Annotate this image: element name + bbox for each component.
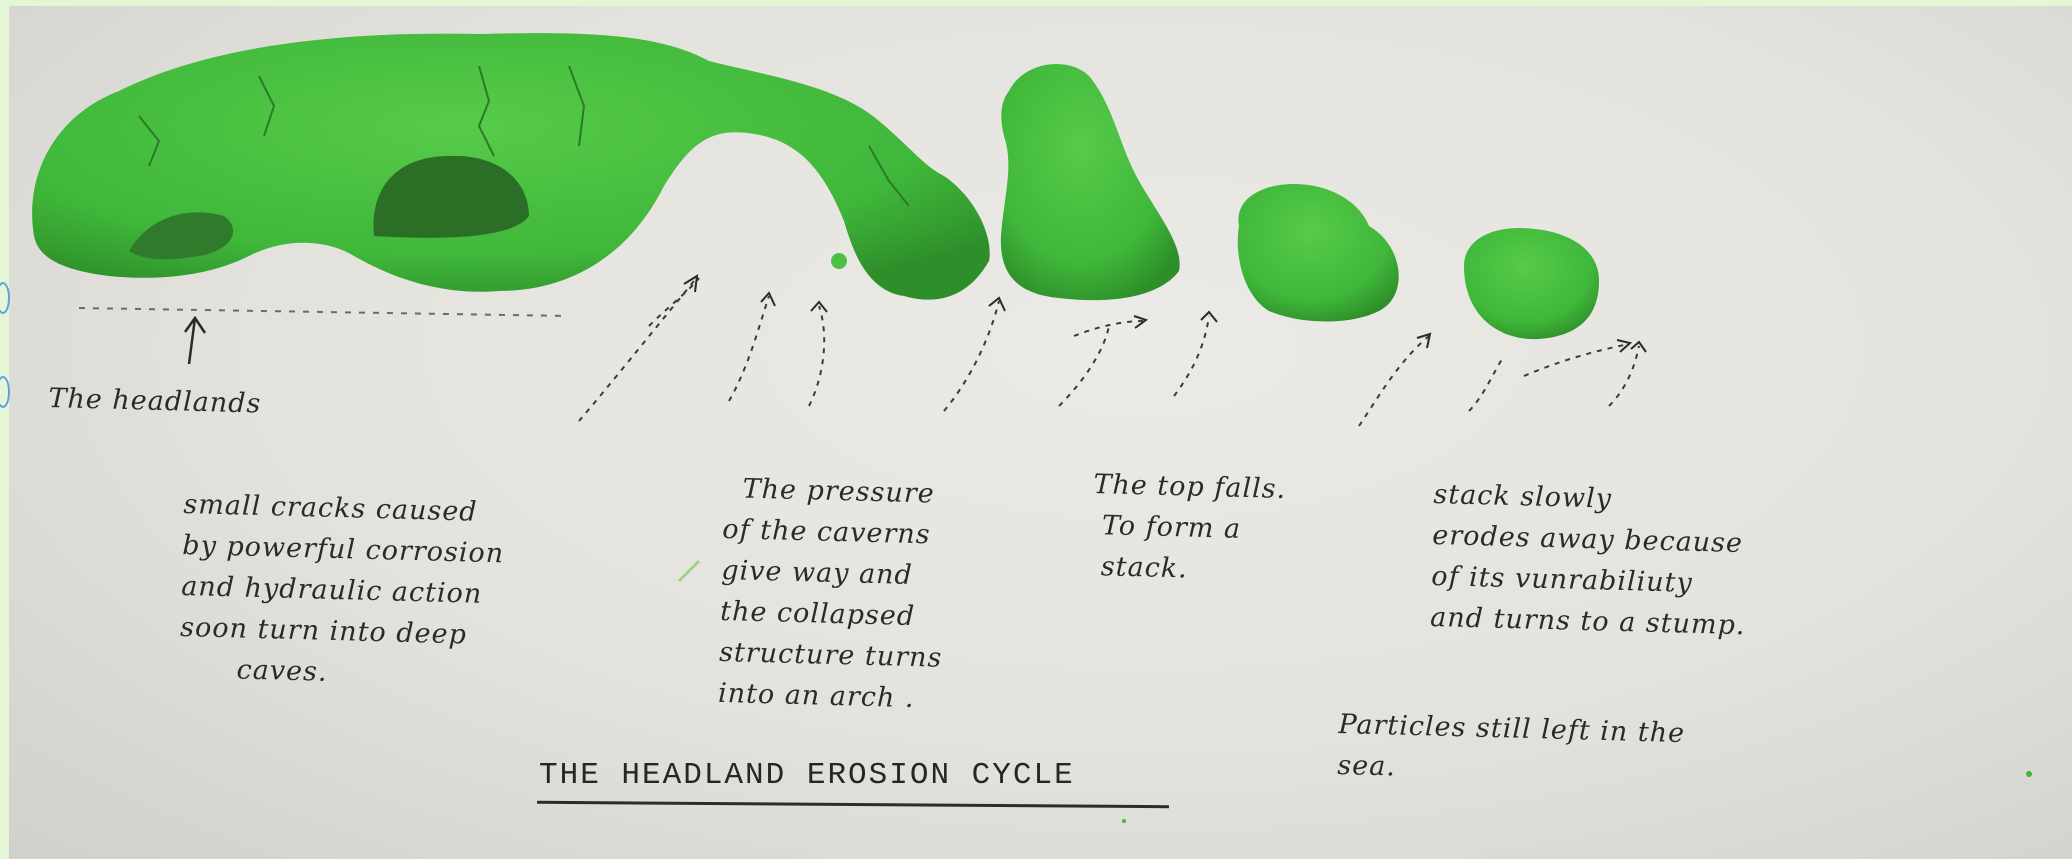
clay-crumb: [1122, 819, 1126, 823]
baseline-dashes: [79, 308, 569, 316]
plasticine-model: [9, 6, 2072, 859]
clay-crumb: [831, 253, 847, 269]
clay-crumb: [2026, 771, 2032, 777]
stage-caves-note: small cracks caused by powerful corrosio…: [179, 484, 506, 697]
stack-clay: [1001, 64, 1180, 300]
collapsing-stack-clay: [1238, 184, 1399, 322]
particles-note: Particles still left in the sea.: [1337, 704, 1686, 795]
clay-smear: [679, 561, 699, 581]
stage-arch-note: The pressure of the caverns give way and…: [718, 468, 948, 720]
headlands-label: The headlands: [48, 378, 262, 425]
stump-clay: [1464, 228, 1599, 339]
arrow-up-icon: [185, 318, 205, 364]
erosion-model-photo: The headlands small cracks caused by pow…: [9, 6, 2072, 859]
page-title: THE HEADLAND EROSION CYCLE: [539, 758, 1075, 793]
stage-stack-note: The top falls. To form a stack.: [1091, 464, 1287, 592]
stage-stump-note: stack slowly erodes away because of its …: [1430, 474, 1749, 646]
